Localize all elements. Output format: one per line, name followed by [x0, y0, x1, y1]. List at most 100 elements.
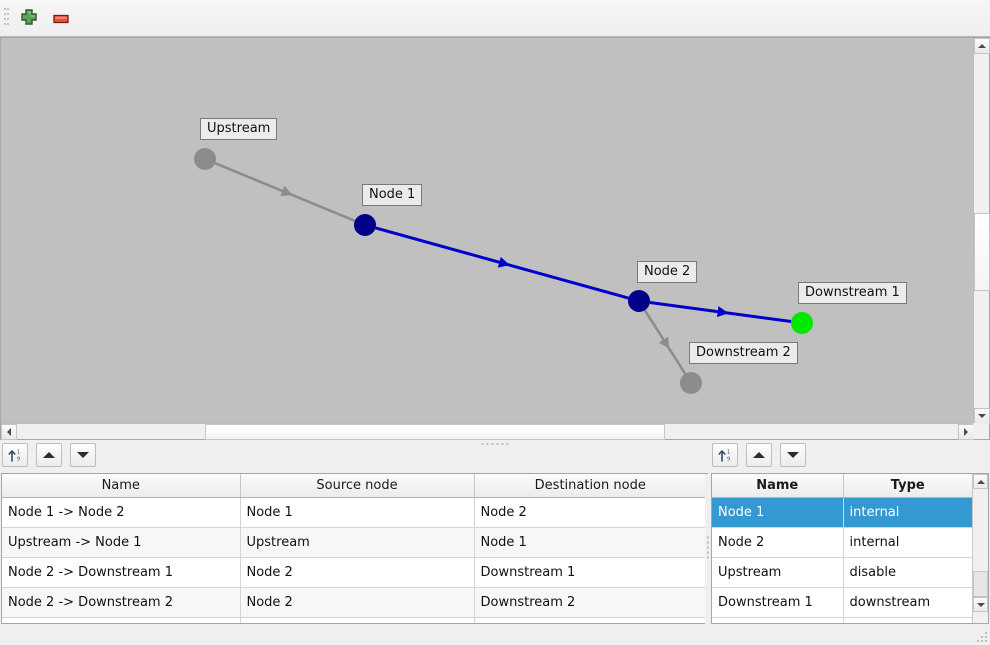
- scroll-right-button[interactable]: [958, 424, 974, 440]
- node-cell-name[interactable]: Node 2: [712, 527, 844, 558]
- scroll-left-button[interactable]: [1, 424, 17, 440]
- edge-move-up-button[interactable]: [36, 443, 62, 467]
- svg-text:9: 9: [727, 457, 730, 463]
- node-move-down-button[interactable]: [780, 443, 806, 467]
- edge-empty-cell: [240, 617, 475, 623]
- graph-node-node2[interactable]: [628, 290, 650, 312]
- horizontal-splitter[interactable]: [0, 440, 990, 448]
- edge-move-down-button[interactable]: [70, 443, 96, 467]
- splitter-grip-dots: [481, 443, 509, 445]
- window-resize-grip[interactable]: [977, 632, 987, 642]
- node-move-up-button[interactable]: [746, 443, 772, 467]
- status-bar: [0, 625, 990, 645]
- graph-node-downstream1[interactable]: [791, 312, 813, 334]
- chevron-up-icon: [978, 44, 986, 48]
- node-column-header-1[interactable]: Type: [843, 474, 973, 498]
- node-cell-type[interactable]: disable: [843, 557, 973, 588]
- triangle-up-icon: [753, 452, 765, 458]
- node-cell-type[interactable]: internal: [843, 527, 973, 558]
- chevron-down-icon: [976, 602, 985, 607]
- edge-sort-button[interactable]: 1 9: [2, 443, 28, 467]
- edge-column-header-0[interactable]: Name: [2, 474, 241, 498]
- node-table-vscroll-thumb[interactable]: [973, 571, 988, 597]
- edge-cell-source[interactable]: Node 2: [240, 557, 475, 588]
- node-table-vertical-scrollbar[interactable]: [972, 474, 988, 623]
- sort-ascending-icon: 1 9: [718, 450, 730, 463]
- edge-cell-name[interactable]: Node 2 -> Downstream 2: [2, 587, 241, 618]
- scroll-down-button[interactable]: [974, 408, 990, 424]
- edge-table-empty-row: [2, 617, 707, 623]
- scroll-up-button[interactable]: [973, 474, 988, 489]
- graph-edges-layer: [214, 162, 792, 375]
- vertical-splitter[interactable]: [705, 474, 712, 624]
- triangle-down-icon: [787, 452, 799, 458]
- edge-empty-cell: [474, 617, 707, 623]
- edge-cell-destination[interactable]: Downstream 1: [474, 557, 707, 588]
- node-column-header-0[interactable]: Name: [712, 474, 844, 498]
- edge-column-header-2[interactable]: Destination node: [474, 474, 707, 498]
- edge-cell-source[interactable]: Node 1: [240, 497, 475, 528]
- graph-horizontal-scrollbar[interactable]: [1, 423, 974, 440]
- add-node-button[interactable]: [16, 6, 42, 32]
- sort-ascending-icon: 1 9: [8, 450, 20, 463]
- chevron-up-icon: [976, 479, 985, 484]
- graph-vscroll-thumb[interactable]: [974, 213, 990, 291]
- scroll-up-button[interactable]: [974, 38, 990, 54]
- node-empty-cell: [843, 617, 973, 623]
- node-sort-button[interactable]: 1 9: [712, 443, 738, 467]
- node-cell-type[interactable]: internal: [843, 497, 973, 528]
- edge-cell-source[interactable]: Node 2: [240, 587, 475, 618]
- graph-node-label-node1[interactable]: Node 1: [362, 184, 423, 206]
- graph-node-downstream2[interactable]: [680, 372, 702, 394]
- chevron-down-icon: [978, 414, 986, 418]
- edge-arrowhead-node2-downstream1: [716, 306, 729, 318]
- svg-text:1: 1: [17, 450, 20, 456]
- splitter-grip-dots: [707, 536, 709, 562]
- graph-hscroll-thumb[interactable]: [205, 424, 665, 440]
- svg-text:9: 9: [17, 457, 20, 463]
- edge-cell-name[interactable]: Upstream -> Node 1: [2, 527, 241, 558]
- graph-node-label-node2[interactable]: Node 2: [637, 261, 698, 283]
- toolbar-drag-handle[interactable]: [4, 8, 9, 30]
- graph-node-upstream[interactable]: [194, 148, 216, 170]
- scroll-down-button[interactable]: [973, 597, 988, 612]
- edge-arrowhead-node2-downstream2: [658, 336, 670, 349]
- edge-cell-destination[interactable]: Node 1: [474, 527, 707, 558]
- edge-cell-name[interactable]: Node 1 -> Node 2: [2, 497, 241, 528]
- graph-node-label-downstream1[interactable]: Downstream 1: [798, 282, 907, 304]
- graph-node-label-upstream[interactable]: Upstream: [200, 118, 278, 140]
- node-cell-name[interactable]: Upstream: [712, 557, 844, 588]
- graph-vertical-scrollbar[interactable]: [973, 38, 990, 424]
- edge-column-header-1[interactable]: Source node: [240, 474, 475, 498]
- node-cell-name[interactable]: Downstream 1: [712, 587, 844, 618]
- node-cell-type[interactable]: downstream: [843, 587, 973, 618]
- main-toolbar: [0, 0, 990, 37]
- edge-cell-destination[interactable]: Node 2: [474, 497, 707, 528]
- edge-arrowhead-node1-node2: [497, 256, 510, 268]
- node-cell-name[interactable]: Node 1: [712, 497, 844, 528]
- edge-cell-destination[interactable]: Downstream 2: [474, 587, 707, 618]
- edge-arrowhead-upstream-node1: [280, 185, 293, 197]
- remove-node-button[interactable]: [48, 6, 74, 32]
- graph-node-node1[interactable]: [354, 214, 376, 236]
- node-table-empty-row: [712, 617, 973, 623]
- edge-cell-name[interactable]: Node 2 -> Downstream 1: [2, 557, 241, 588]
- edge-cell-source[interactable]: Upstream: [240, 527, 475, 558]
- node-empty-cell: [712, 617, 844, 623]
- graph-node-label-downstream2[interactable]: Downstream 2: [689, 342, 798, 364]
